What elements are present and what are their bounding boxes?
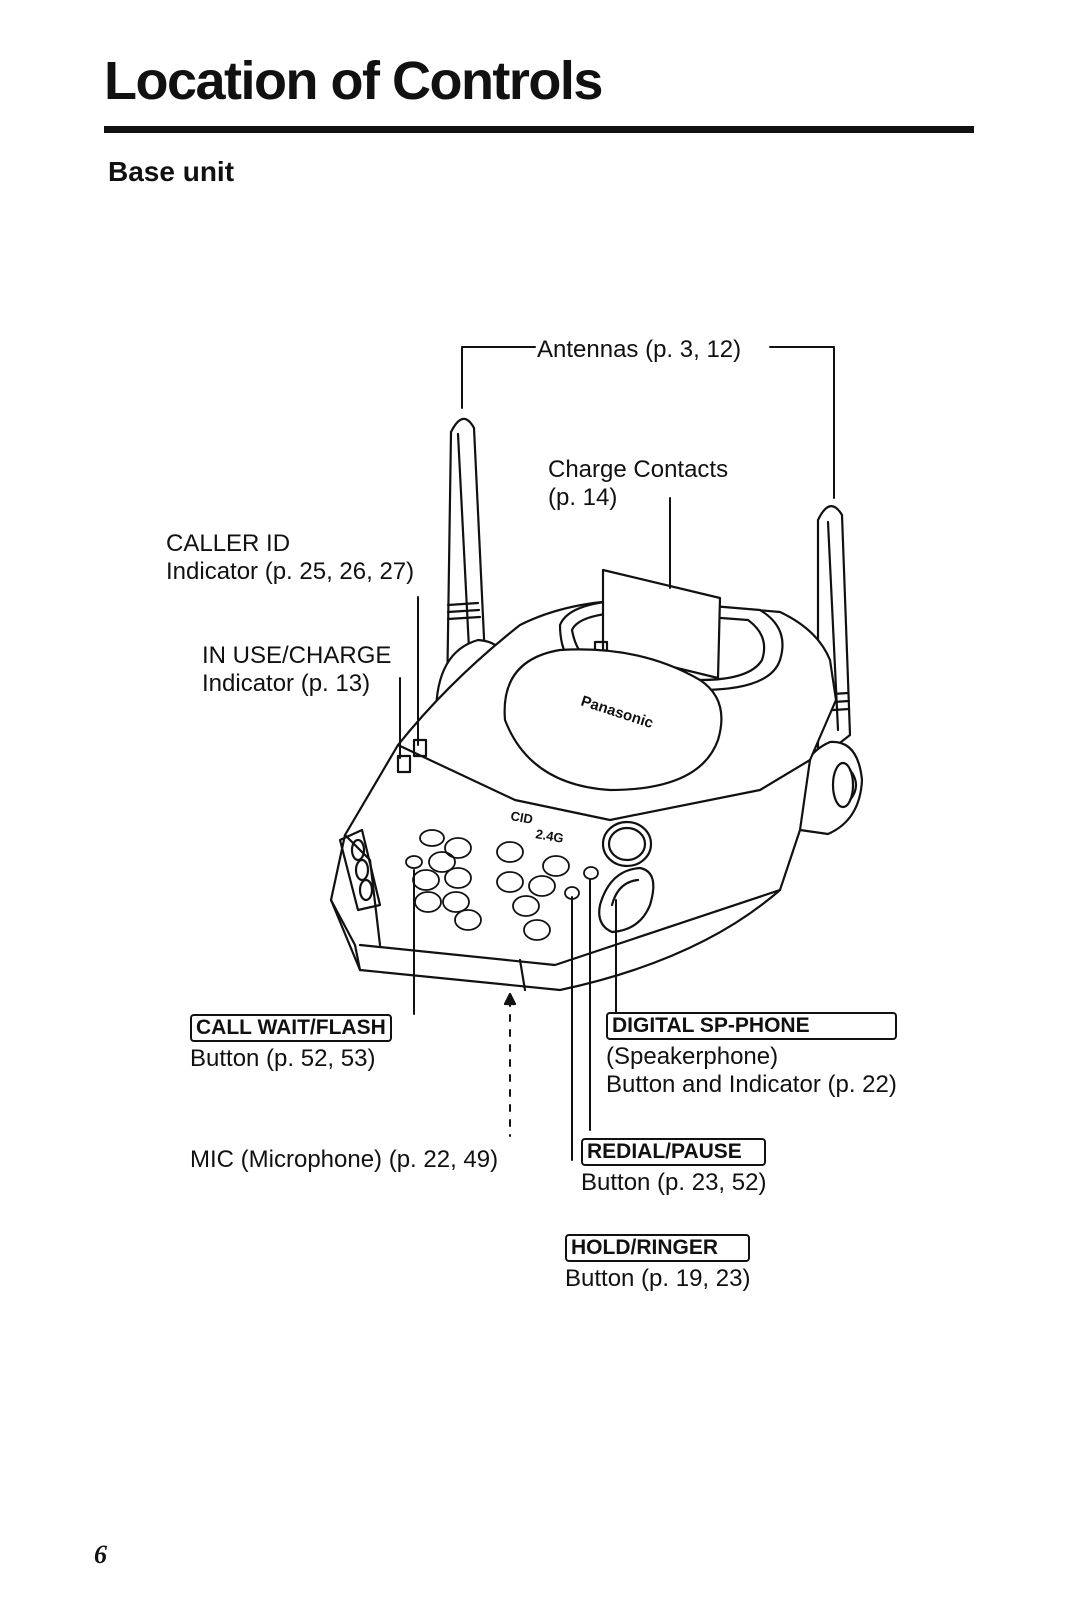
speaker-grille bbox=[503, 648, 723, 792]
charging-cradle bbox=[558, 568, 784, 692]
indicator-lamps bbox=[396, 738, 428, 774]
hold-ringer-key: HOLD/RINGER bbox=[565, 1234, 751, 1262]
logo-mark: CID bbox=[509, 808, 534, 827]
title-rule bbox=[104, 126, 974, 133]
charge-contacts-label: Charge Contacts (p. 14) bbox=[548, 456, 729, 511]
digital-sp-phone-label: DIGITAL SP-PHONE (Speakerphone) Button a… bbox=[606, 1012, 897, 1098]
mic-arrow bbox=[503, 992, 517, 1006]
band-mark: 2.4G bbox=[534, 826, 564, 846]
mic-label: MIC (Microphone) (p. 22, 49) bbox=[190, 1146, 499, 1173]
volume-button bbox=[601, 820, 653, 868]
speakerphone-button bbox=[598, 866, 655, 934]
caller-id-label: CALLER ID Indicator (p. 25, 26, 27) bbox=[166, 530, 415, 585]
page-title: Location of Controls bbox=[104, 51, 603, 111]
digital-sp-phone-key: DIGITAL SP-PHONE bbox=[606, 1012, 897, 1040]
section-heading: Base unit bbox=[108, 156, 235, 187]
hold-ringer-label: HOLD/RINGER Button (p. 19, 23) bbox=[565, 1234, 751, 1292]
antennas-label: Antennas (p. 3, 12) bbox=[537, 336, 742, 363]
call-wait-flash-key: CALL WAIT/FLASH bbox=[190, 1014, 392, 1042]
redial-pause-label: REDIAL/PAUSE Button (p. 23, 52) bbox=[581, 1138, 767, 1196]
callout-lines bbox=[399, 346, 835, 1161]
redial-pause-key: REDIAL/PAUSE bbox=[581, 1138, 767, 1166]
page-number: 6 bbox=[94, 1540, 107, 1569]
side-panel bbox=[338, 828, 382, 912]
keypad bbox=[405, 829, 599, 941]
in-use-charge-label: IN USE/CHARGE Indicator (p. 13) bbox=[202, 642, 392, 697]
call-wait-flash-label: CALL WAIT/FLASH Button (p. 52, 53) bbox=[190, 1014, 392, 1073]
